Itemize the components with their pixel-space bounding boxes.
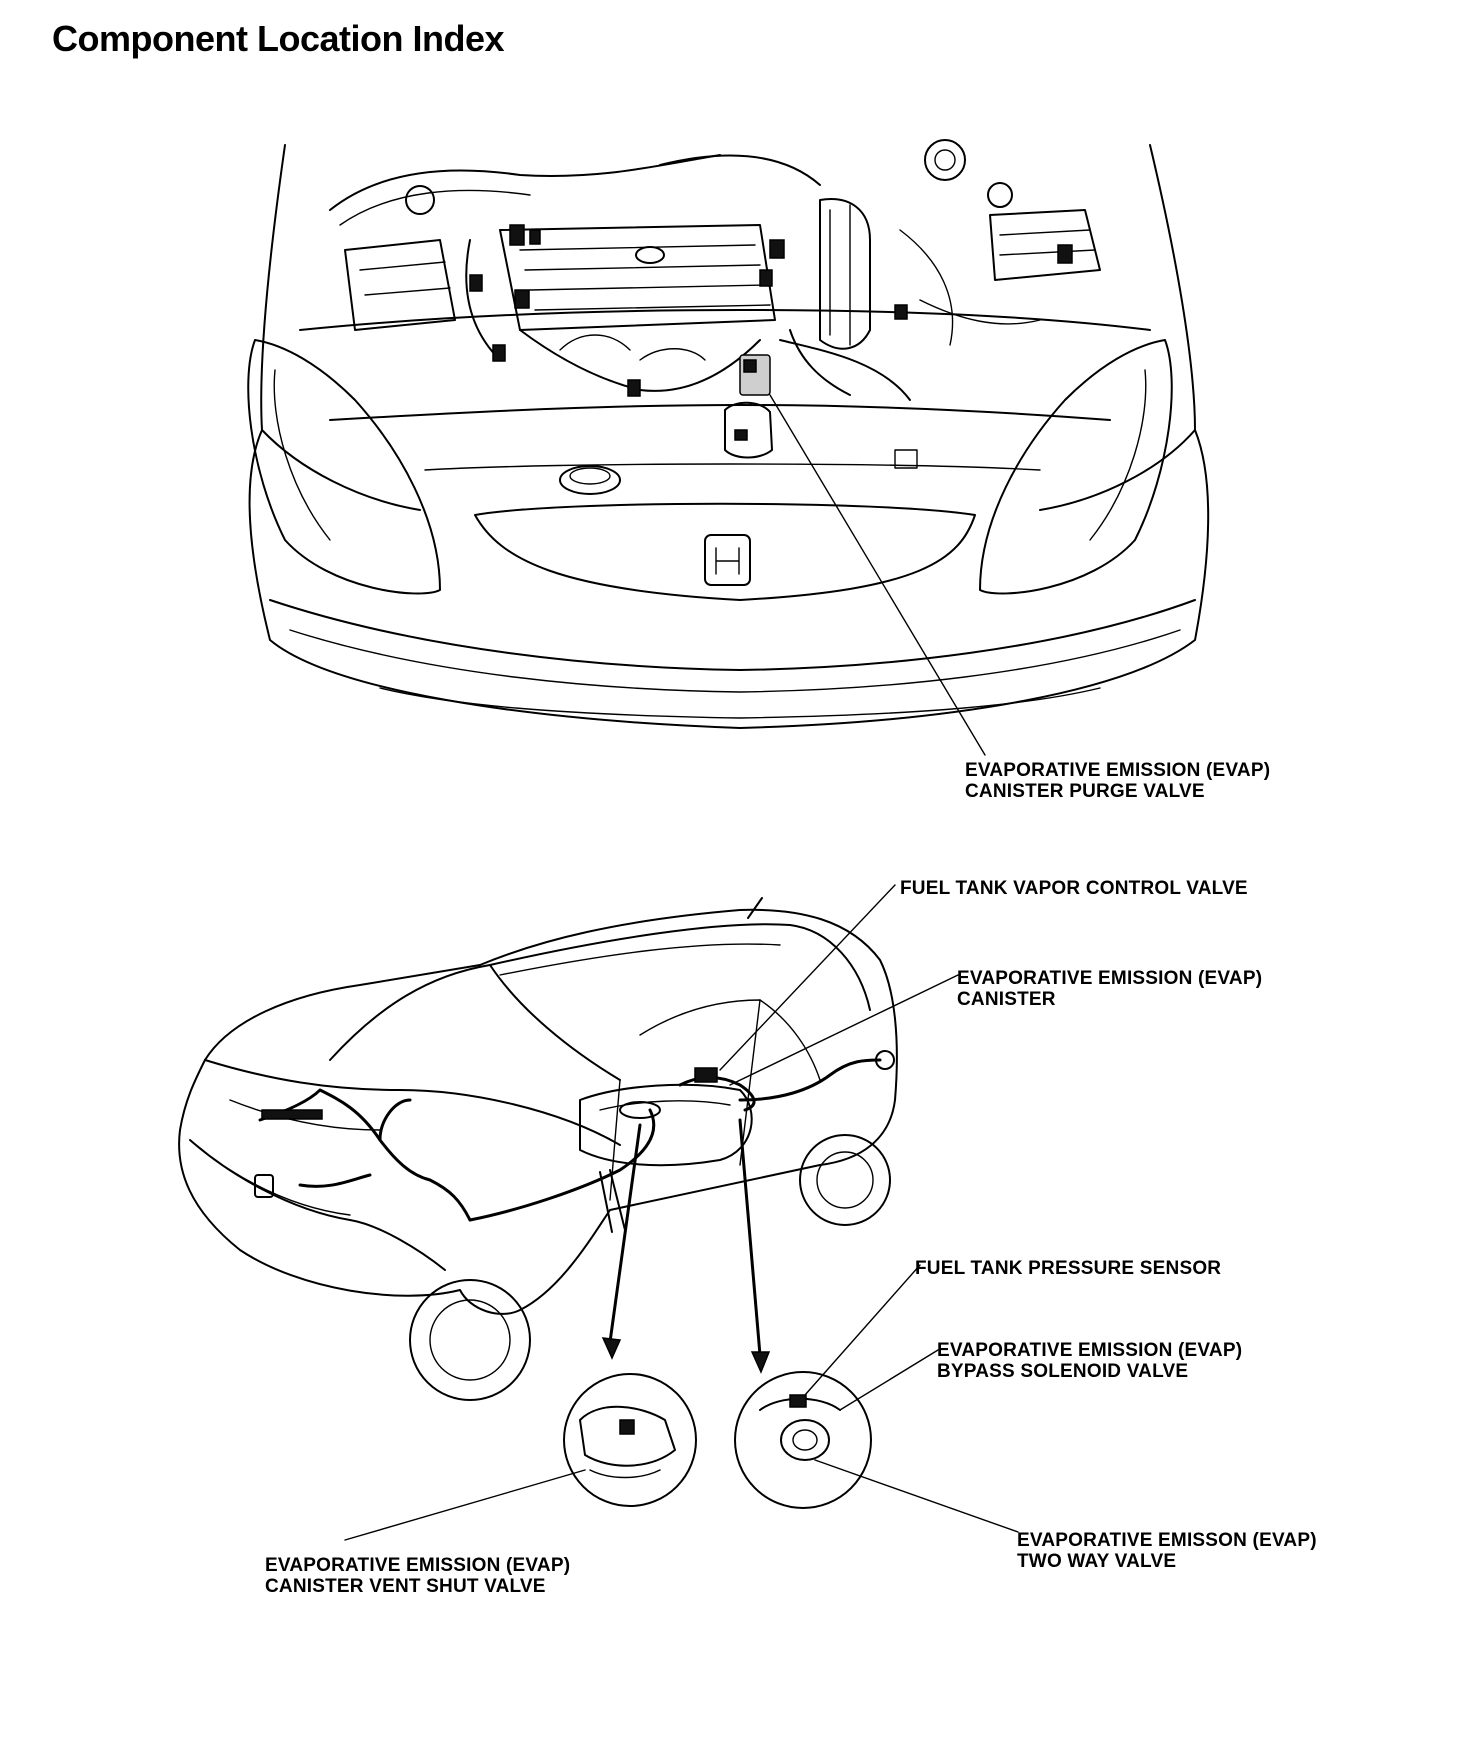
label-fuel-tank-pressure-sensor: FUEL TANK PRESSURE SENSOR	[915, 1258, 1221, 1279]
label-line: CANISTER	[957, 989, 1056, 1010]
label-line: EVAPORATIVE EMISSION (EVAP)	[957, 968, 1263, 989]
label-canister-vent-shut-valve: EVAPORATIVE EMISSION (EVAP) CANISTER VEN…	[265, 1555, 570, 1597]
label-line: BYPASS SOLENOID VALVE	[937, 1361, 1189, 1382]
label-canister-purge-valve: EVAPORATIVE EMISSION (EVAP) CANISTER PUR…	[965, 760, 1270, 802]
label-line: TWO WAY VALVE	[1017, 1551, 1177, 1572]
page-title: Component Location Index	[52, 18, 505, 59]
label-fuel-tank-vapor-control-valve: FUEL TANK VAPOR CONTROL VALVE	[900, 878, 1248, 899]
engine-compartment-illustration	[247, 139, 1210, 756]
label-line: CANISTER VENT SHUT VALVE	[265, 1576, 546, 1597]
label-evap-canister: EVAPORATIVE EMISSION (EVAP) CANISTER	[957, 968, 1262, 1010]
vehicle-evap-system-illustration	[178, 884, 1019, 1541]
label-line: EVAPORATIVE EMISSION (EVAP)	[965, 760, 1271, 781]
label-line: EVAPORATIVE EMISSION (EVAP)	[265, 1555, 571, 1576]
label-line: EVAPORATIVE EMISSION (EVAP)	[937, 1340, 1243, 1361]
label-line: FUEL TANK PRESSURE SENSOR	[915, 1258, 1222, 1279]
label-bypass-solenoid-valve: EVAPORATIVE EMISSION (EVAP) BYPASS SOLEN…	[937, 1340, 1242, 1382]
label-line: CANISTER PURGE VALVE	[965, 781, 1205, 802]
label-line: EVAPORATIVE EMISSON (EVAP)	[1017, 1530, 1317, 1551]
label-line: FUEL TANK VAPOR CONTROL VALVE	[900, 878, 1248, 899]
label-two-way-valve: EVAPORATIVE EMISSON (EVAP) TWO WAY VALVE	[1017, 1530, 1317, 1572]
